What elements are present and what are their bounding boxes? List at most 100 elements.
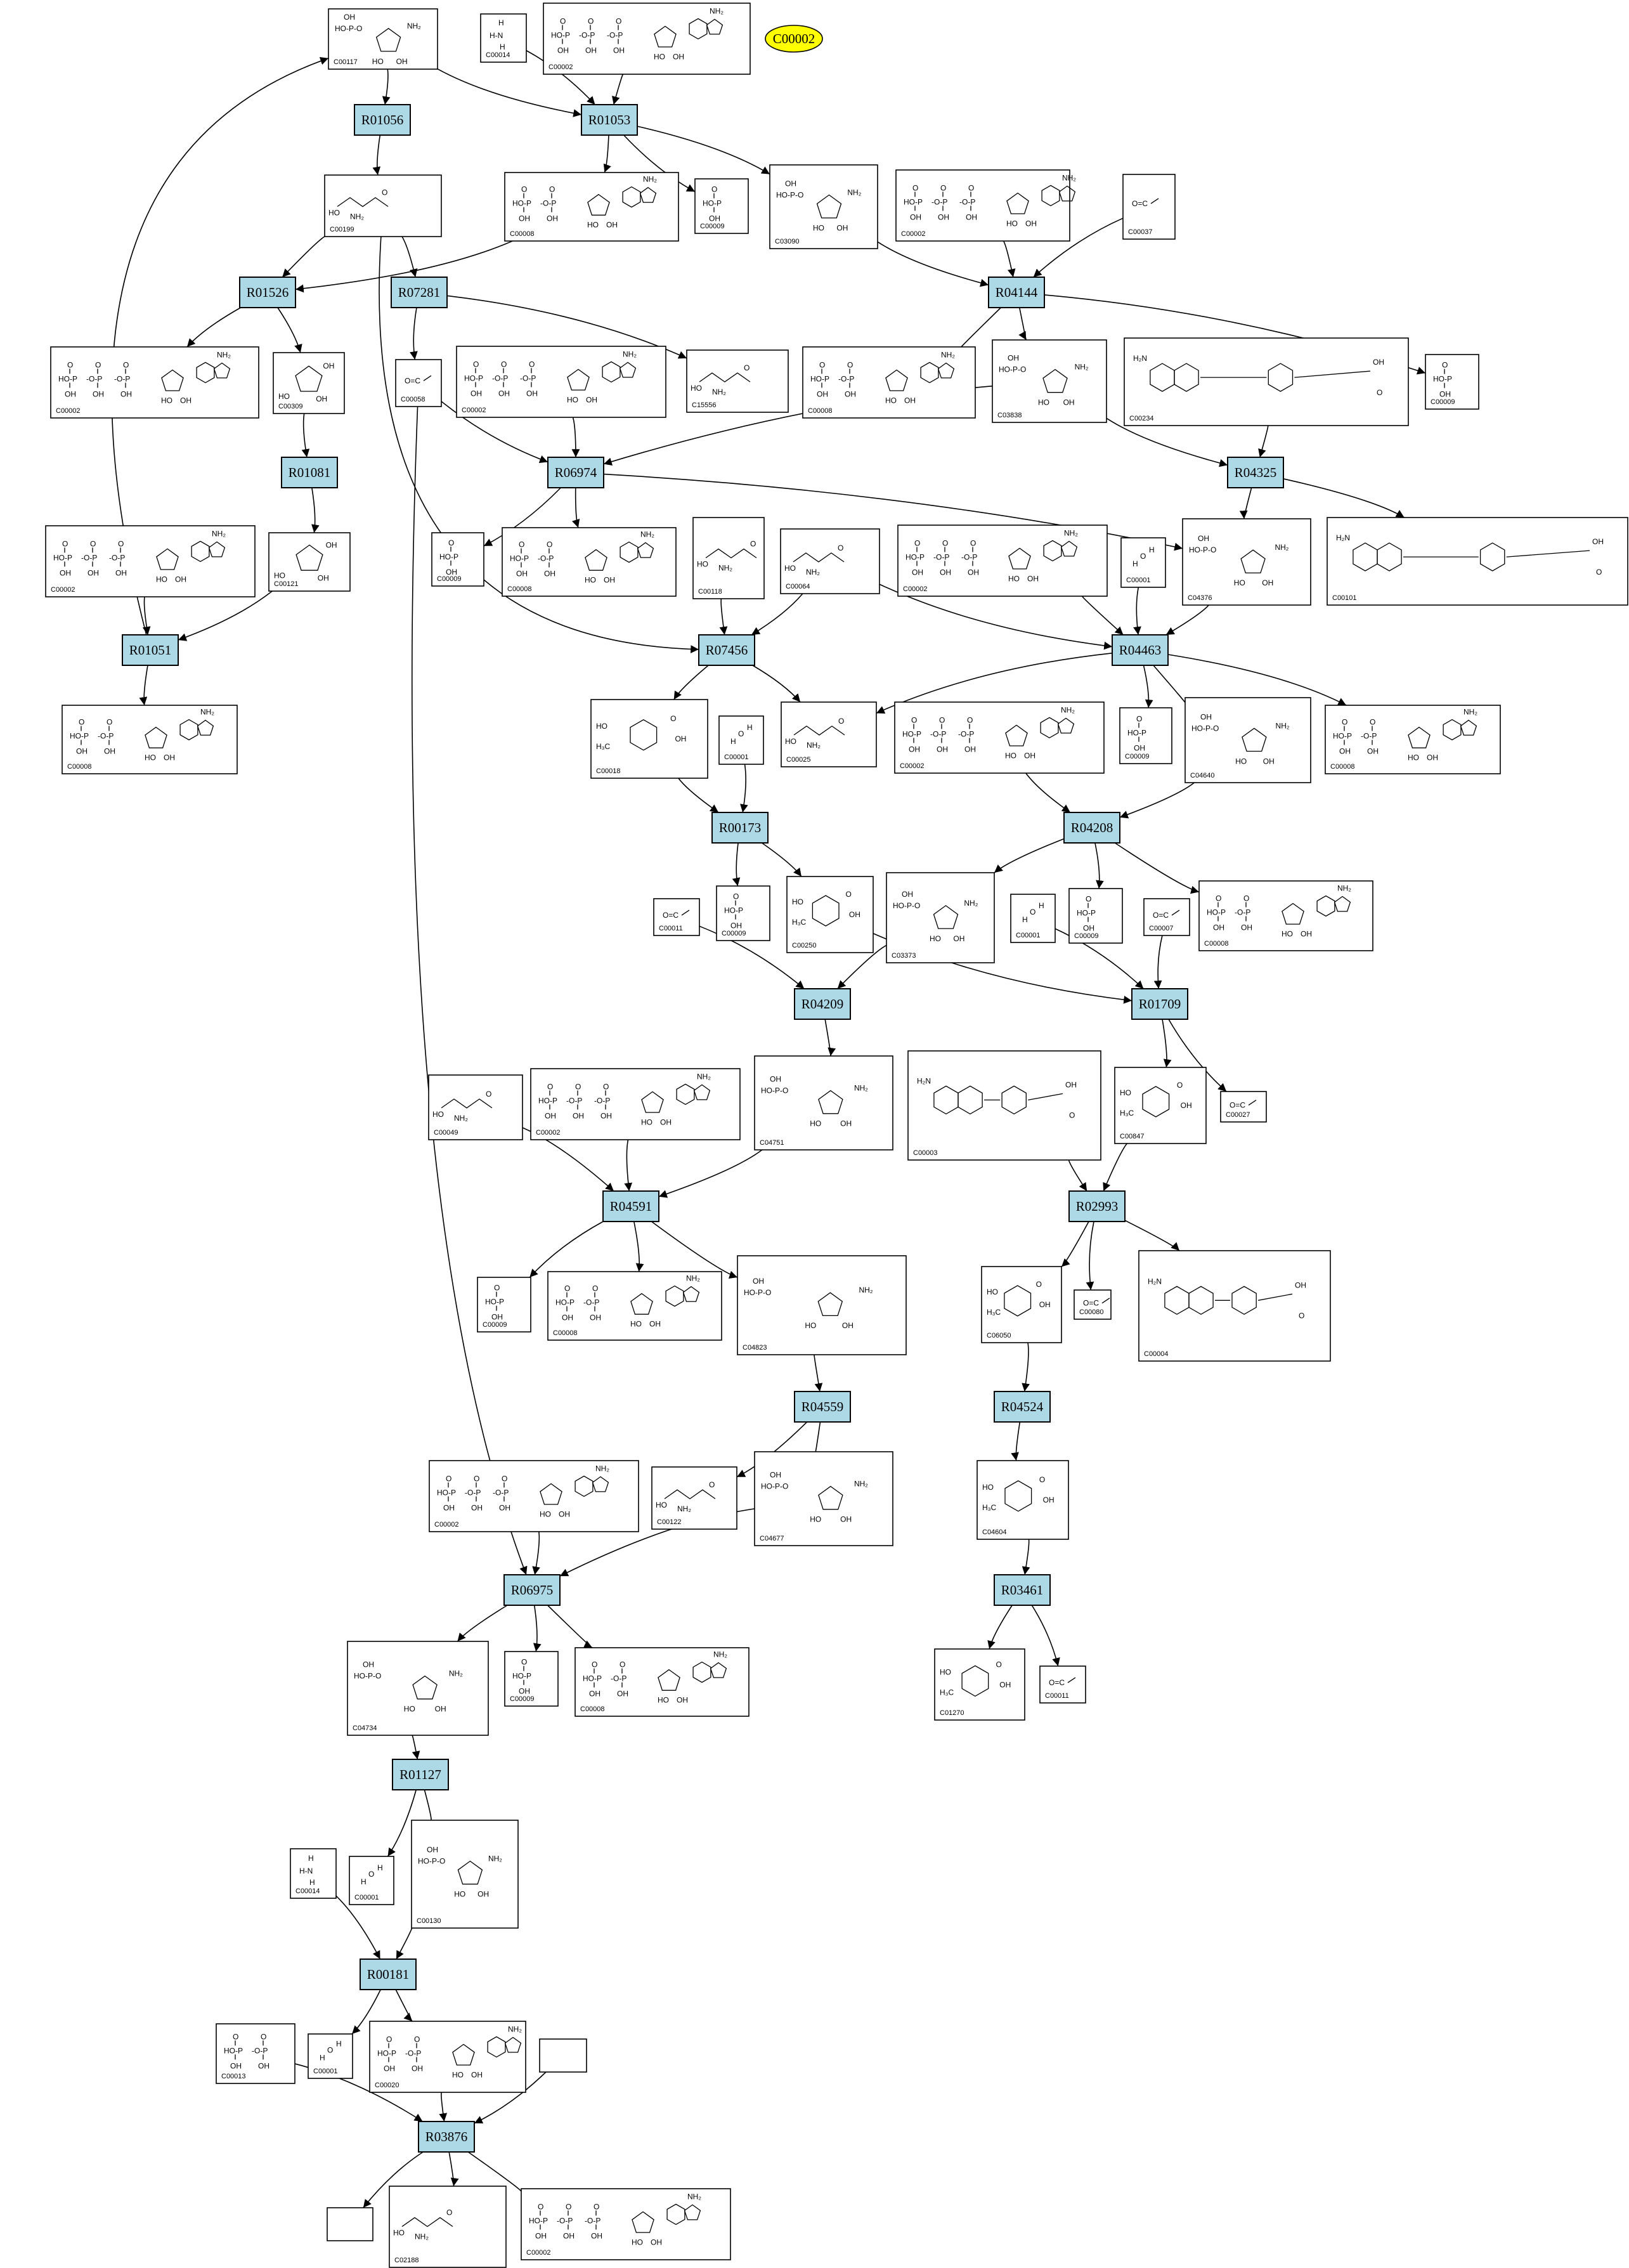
reaction-r01051[interactable]: R01051: [122, 634, 179, 666]
reaction-r01053[interactable]: R01053: [581, 104, 638, 136]
reaction-r01081[interactable]: R01081: [281, 457, 338, 488]
reaction-r06975[interactable]: R06975: [503, 1574, 561, 1606]
reaction-r04524[interactable]: R04524: [994, 1391, 1051, 1423]
reaction-r01709[interactable]: R01709: [1131, 988, 1188, 1020]
reaction-r01127[interactable]: R01127: [392, 1759, 449, 1790]
reaction-r07456[interactable]: R07456: [698, 634, 755, 666]
reaction-r04559[interactable]: R04559: [794, 1391, 851, 1423]
reaction-r03876[interactable]: R03876: [418, 2121, 475, 2153]
reaction-r04144[interactable]: R04144: [988, 277, 1045, 308]
reaction-r01056[interactable]: R01056: [354, 104, 411, 136]
compound-blankB[interactable]: [327, 2207, 373, 2241]
reaction-r01526[interactable]: R01526: [239, 277, 296, 308]
reaction-r04209[interactable]: R04209: [794, 988, 851, 1020]
compound-blankA[interactable]: [539, 2038, 587, 2073]
reaction-r04208[interactable]: R04208: [1063, 812, 1120, 844]
reaction-r04591[interactable]: R04591: [602, 1190, 659, 1222]
reaction-r04325[interactable]: R04325: [1227, 457, 1284, 488]
reaction-r00181[interactable]: R00181: [360, 1958, 417, 1990]
reaction-r02993[interactable]: R02993: [1068, 1190, 1126, 1222]
reaction-r04463[interactable]: R04463: [1112, 634, 1169, 666]
reaction-r00173[interactable]: R00173: [711, 812, 769, 844]
reaction-r06974[interactable]: R06974: [547, 457, 604, 488]
highlight-node[interactable]: C00002: [765, 25, 823, 53]
reaction-r07281[interactable]: R07281: [391, 277, 448, 308]
reaction-r03461[interactable]: R03461: [994, 1574, 1051, 1606]
